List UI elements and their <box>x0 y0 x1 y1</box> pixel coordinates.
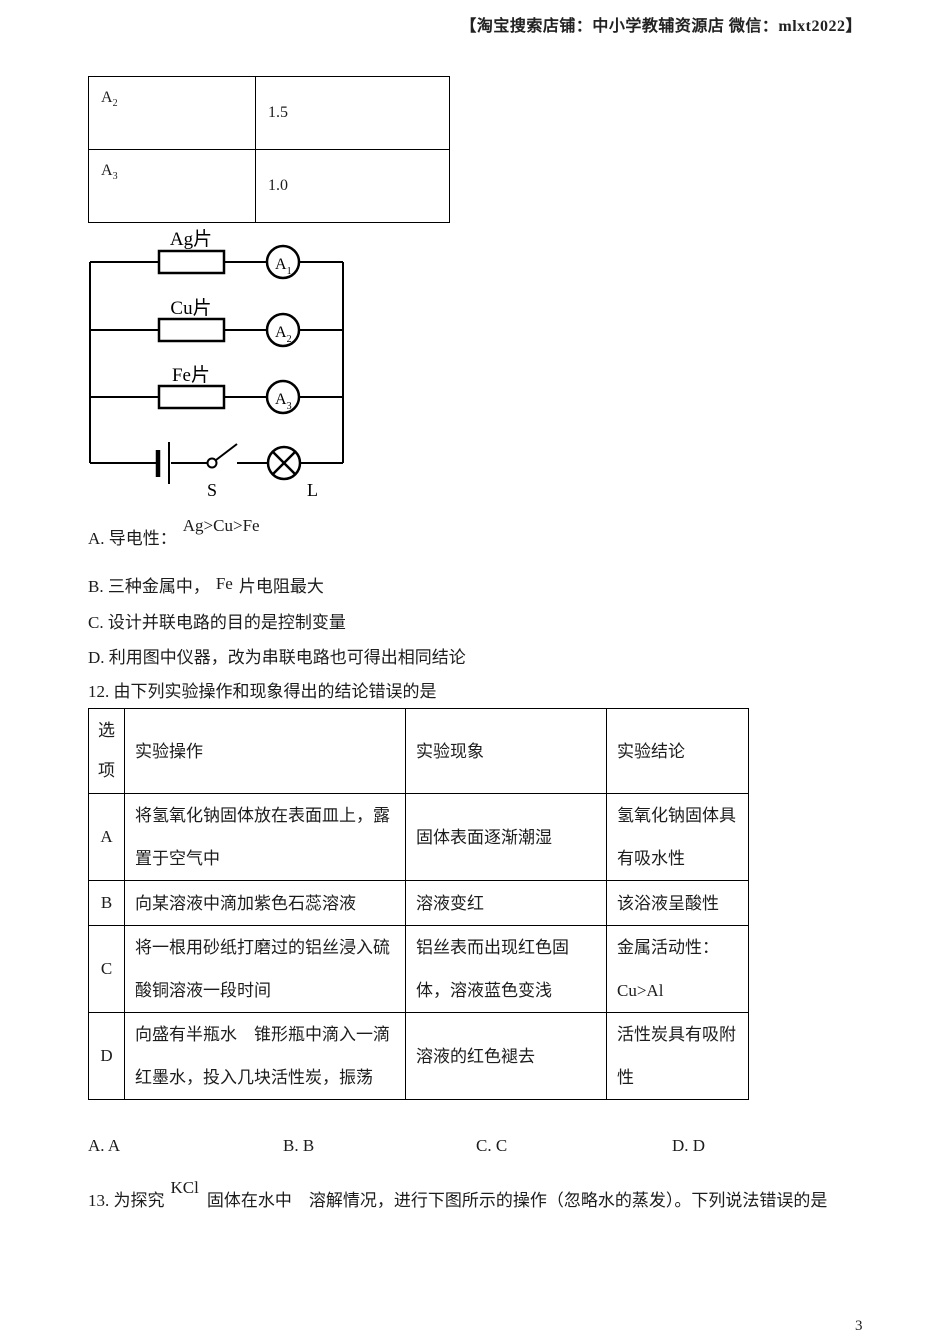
ammeter-subscript: 3 <box>287 401 292 412</box>
meter-label: A <box>101 89 113 106</box>
table-row: A2 1.5 <box>88 76 450 150</box>
table-row: C 将一根用砂纸打磨过的铝丝浸入硫酸铜溶液一段时间 铝丝表而出现红色固体，溶液蓝… <box>88 925 749 1013</box>
phenomenon-cell: 固体表面逐渐潮湿 <box>405 793 607 881</box>
column-header: 实验结论 <box>606 708 749 794</box>
switch-label: S <box>207 480 217 500</box>
stem-formula: KCl <box>170 1178 199 1197</box>
meter-value-cell: 1.5 <box>255 76 450 150</box>
operation-cell: 向某溶液中滴加紫色石蕊溶液 <box>124 880 406 926</box>
ammeter-icon <box>265 379 301 415</box>
conclusion-cell: 活性炭具有吸附性 <box>606 1012 749 1100</box>
column-header: 实验操作 <box>124 708 406 794</box>
ammeter-label: A3 <box>275 391 292 412</box>
operation-cell: 将氢氧化钠固体放在表面皿上，露置于空气中 <box>124 793 406 881</box>
q11-option-d: D. 利用图中仪器，改为串联电路也可得出相同结论 <box>88 648 466 667</box>
stem-text: 固体在水中 溶解情况，进行下图所示的操作（忽略水的蒸发）。下列说法错误的是 <box>206 1191 828 1210</box>
option-cell: C <box>88 925 125 1013</box>
phenomenon-cell: 铝丝表而出现红色固体，溶液蓝色变浅 <box>405 925 607 1013</box>
q12-stem: 12. 由下列实验操作和现象得出的结论错误的是 <box>88 682 437 701</box>
table-row: A 将氢氧化钠固体放在表面皿上，露置于空气中 固体表面逐渐潮湿 氢氧化钠固体具有… <box>88 793 749 881</box>
circuit-diagram: Ag片 Cu片 Fe片 A1 A2 A3 S L <box>89 228 344 500</box>
conclusion-cell: 该浴液呈酸性 <box>606 880 749 926</box>
meter-label-cell: A2 <box>88 76 256 150</box>
store-watermark: 【淘宝搜索店铺：中小学教辅资源店 微信：mlxt2022】 <box>460 18 862 35</box>
q12-answer-d: D. D <box>672 1136 706 1155</box>
lamp-label: L <box>307 480 318 500</box>
switch-icon <box>206 443 238 469</box>
option-formula: Ag>Cu>Fe <box>182 516 260 535</box>
meter-subscript: 3 <box>112 171 118 182</box>
ammeter-icon <box>265 312 301 348</box>
q12-answer-c: C. C <box>476 1136 508 1155</box>
column-header: 选项 <box>88 708 125 794</box>
stem-text: 13. 为探究 <box>88 1191 165 1210</box>
column-header: 实验现象 <box>405 708 607 794</box>
table-header-row: 选项 实验操作 实验现象 实验结论 <box>88 708 749 794</box>
operation-cell: 向盛有半瓶水 锥形瓶中滴入一滴红墨水，投入几块活性炭，振荡 <box>124 1012 406 1100</box>
fe-strip-icon <box>157 384 226 410</box>
strip-label: Ag片 <box>170 228 212 250</box>
meter-value-cell: 1.0 <box>255 149 450 223</box>
table-row: A3 1.0 <box>88 149 450 223</box>
option-cell: B <box>88 880 125 926</box>
strip-label: Cu片 <box>170 297 211 319</box>
q11-option-a: A. 导电性： Ag>Cu>Fe <box>88 516 268 549</box>
meter-label: A <box>101 162 113 179</box>
conclusion-cell: 氢氧化钠固体具有吸水性 <box>606 793 749 881</box>
q11-option-c: C. 设计并联电路的目的是控制变量 <box>88 613 346 632</box>
battery-icon <box>155 442 170 484</box>
circuit-wires <box>89 261 344 464</box>
phenomenon-cell: 溶液变红 <box>405 880 607 926</box>
option-cell: A <box>88 793 125 881</box>
table-row: D 向盛有半瓶水 锥形瓶中滴入一滴红墨水，投入几块活性炭，振荡 溶液的红色褪去 … <box>88 1012 749 1100</box>
q13-stem: 13. 为探究 KCl 固体在水中 溶解情况，进行下图所示的操作（忽略水的蒸发）。下… <box>88 1178 828 1211</box>
ammeter-readings-table: A2 1.5 A3 1.0 <box>88 76 450 223</box>
option-cell: D <box>88 1012 125 1100</box>
ammeter-letter: A <box>275 256 287 273</box>
operation-cell: 将一根用砂纸打磨过的铝丝浸入硫酸铜溶液一段时间 <box>124 925 406 1013</box>
option-text: A. 导电性： <box>88 529 177 548</box>
ammeter-label: A1 <box>275 256 292 277</box>
table-row: B 向某溶液中滴加紫色石蕊溶液 溶液变红 该浴液呈酸性 <box>88 880 749 926</box>
ammeter-icons: A1 A2 A3 <box>265 244 301 415</box>
conclusion-cell: 金属活动性：Cu>Al <box>606 925 749 1013</box>
strip-label: Fe片 <box>172 364 210 386</box>
ammeter-label: A2 <box>275 324 292 345</box>
metal-strip-resistors <box>157 249 226 410</box>
page-number: 3 <box>855 1318 863 1334</box>
phenomenon-cell: 溶液的红色褪去 <box>405 1012 607 1100</box>
q12-answer-b: B. B <box>283 1136 315 1155</box>
lamp-icon <box>266 445 302 481</box>
meter-subscript: 2 <box>112 98 118 109</box>
ammeter-letter: A <box>275 391 287 408</box>
option-text: 片电阻最大 <box>238 577 324 596</box>
experiment-table: 选项 实验操作 实验现象 实验结论 A 将氢氧化钠固体放在表面皿上，露置于空气中… <box>88 708 749 1100</box>
ammeter-subscript: 1 <box>287 266 292 277</box>
ammeter-subscript: 2 <box>287 334 292 345</box>
ag-strip-icon <box>157 249 226 275</box>
ammeter-icon <box>265 244 301 280</box>
q11-option-b: B. 三种金属中， Fe 片电阻最大 <box>88 572 324 597</box>
ammeter-letter: A <box>275 324 287 341</box>
meter-label-cell: A3 <box>88 149 256 223</box>
option-formula: Fe <box>215 574 233 593</box>
q12-answer-a: A. A <box>88 1136 121 1155</box>
option-text: B. 三种金属中， <box>88 577 210 596</box>
cu-strip-icon <box>157 317 226 343</box>
